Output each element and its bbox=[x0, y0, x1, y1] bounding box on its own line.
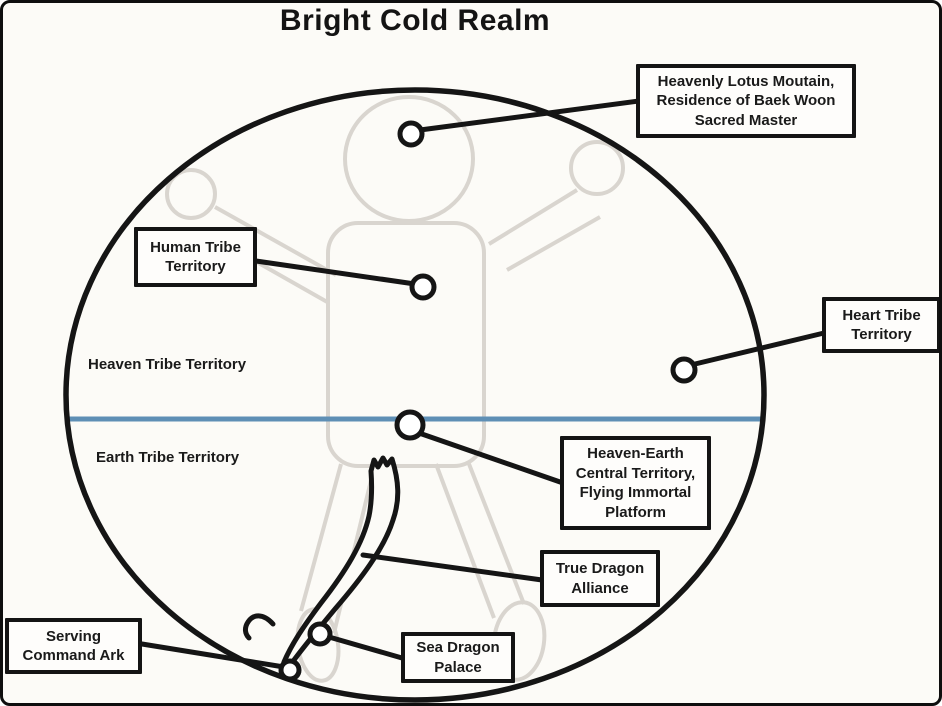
realm-boundary-ellipse bbox=[63, 87, 767, 703]
marker-lotus-mountain bbox=[397, 120, 425, 148]
dragon-shape bbox=[280, 455, 401, 671]
leader-serving-ark bbox=[139, 641, 287, 670]
marker-sea-dragon-palace bbox=[307, 621, 333, 647]
marker-human-tribe bbox=[409, 273, 437, 301]
marker-central-platform bbox=[394, 409, 426, 441]
leader-lines bbox=[139, 98, 827, 670]
realm-diagram-canvas bbox=[63, 87, 827, 703]
leader-sea-dragon bbox=[326, 634, 405, 661]
giant-figure bbox=[165, 95, 625, 683]
leader-heart-tribe bbox=[692, 330, 827, 367]
marker-serving-ark bbox=[278, 658, 302, 682]
leader-human-tribe bbox=[253, 258, 418, 287]
figure-torso bbox=[326, 221, 486, 468]
leader-lotus bbox=[417, 98, 642, 133]
figure-right-foot bbox=[491, 600, 547, 682]
figure-head bbox=[343, 95, 475, 223]
location-markers bbox=[278, 120, 698, 682]
dragon-tail-flick bbox=[243, 613, 276, 641]
marker-heart-tribe bbox=[670, 356, 698, 384]
figure-left-hand bbox=[165, 168, 217, 220]
figure-right-hand bbox=[569, 140, 625, 196]
leader-heaven-earth bbox=[416, 430, 566, 486]
leader-true-dragon bbox=[360, 552, 545, 583]
